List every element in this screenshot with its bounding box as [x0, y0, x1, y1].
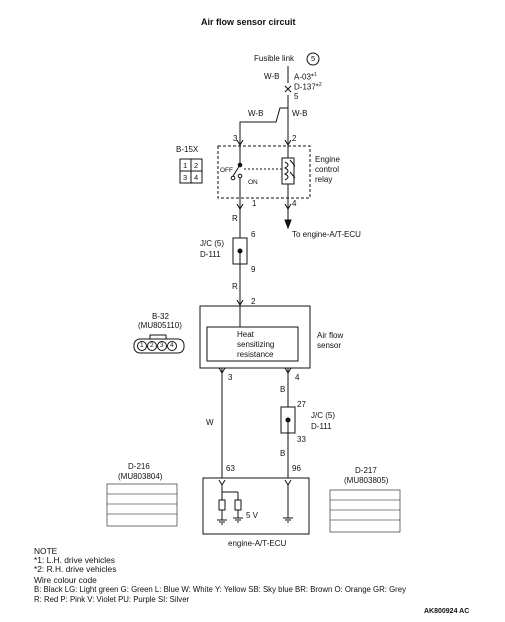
sensor-inner-line-2: sensitizing [237, 340, 275, 349]
jc-lower-id: D-111 [311, 422, 332, 431]
note-heading: NOTE [34, 546, 58, 556]
ecu-pin-96: 96 [292, 464, 301, 473]
jc-upper-pin-out: 9 [251, 265, 256, 274]
relay-name-line-3: relay [315, 175, 333, 184]
ecu-name: engine-A/T-ECU [228, 539, 287, 548]
sensor-name-line-1: Air flow [317, 331, 344, 340]
jc-lower-pin-out: 33 [297, 435, 306, 444]
engine-at-ecu-box [202, 477, 310, 535]
relay-pin-3: 3 [233, 134, 238, 143]
sensor-conn-pin-2: 2 [150, 342, 154, 349]
fusible-link-circle [306, 52, 320, 66]
note-line-1: *1: L.H. drive vehicles [34, 555, 115, 565]
relay-conn-pin-2: 2 [194, 161, 199, 170]
ecu-voltage: 5 V [246, 511, 259, 520]
air-flow-sensor-box [199, 305, 311, 369]
figure-code: AK800924 AC [424, 608, 470, 615]
connector-a03: A-03*1 [294, 72, 317, 82]
relay-conn-pin-3: 3 [183, 173, 188, 182]
wire-code-line-2: R: Red P: Pink V: Violet PU: Purple SI: … [34, 595, 190, 604]
to-ecu-arrow [284, 219, 292, 230]
jc-lower-pin-in: 27 [297, 400, 306, 409]
relay-top-pin-marks [236, 139, 292, 146]
relay-pin-4: 4 [292, 199, 297, 208]
relay-bottom-pin-marks [236, 203, 292, 210]
ecu-pin-63: 63 [226, 464, 235, 473]
ecu-conn-right-id: D-217 [355, 466, 377, 475]
relay-name-line-1: Engine [315, 155, 340, 164]
sensor-connector-icon [133, 334, 185, 354]
to-ecu-label: To engine-A/T-ECU [292, 230, 361, 239]
wire-code-heading: Wire colour code [34, 575, 97, 585]
jc-lower-name: J/C (5) [311, 411, 335, 420]
ecu-resistor-right [234, 499, 242, 511]
jc-upper-name: J/C (5) [200, 239, 224, 248]
sensor-conn-pin-4: 4 [170, 342, 174, 349]
wire-code-line-1: B: Black LG: Light green G: Green L: Blu… [34, 585, 406, 594]
relay-conn-pin-1: 1 [183, 161, 188, 170]
wire-label-w: W [206, 418, 214, 427]
ecu-conn-left-id: D-216 [128, 462, 150, 471]
wire-label-r-2: R [232, 282, 238, 291]
relay-on-label: ON [248, 179, 258, 186]
ecu-ground-right [283, 517, 293, 523]
connector-pin-5: 5 [294, 92, 299, 101]
note-line-2: *2: R.H. drive vehicles [34, 564, 117, 574]
wire-label-b-2: B [280, 449, 286, 458]
sensor-inner-line-1: Heat [237, 330, 254, 339]
relay-pin-2: 2 [292, 134, 297, 143]
ecu-conn-left-part: (MU803804) [118, 472, 163, 481]
sensor-pin-4: 4 [295, 373, 300, 382]
ecu-resistor-left [218, 499, 226, 511]
relay-switch-arm [232, 164, 241, 177]
sensor-inner-line-3: resistance [237, 350, 274, 359]
relay-off-label: OFF [220, 167, 233, 174]
ecu-ground-left [217, 519, 227, 525]
jc-upper-pin-in: 6 [251, 230, 256, 239]
wire-wb-branch [239, 95, 289, 146]
sensor-connector-id: B-32 [152, 312, 169, 321]
diagram-title: Air flow sensor circuit [201, 17, 296, 27]
sensor-pin-3: 3 [228, 373, 233, 382]
relay-pin-1: 1 [252, 199, 257, 208]
ecu-conn-right-part: (MU803805) [344, 476, 389, 485]
ecu-connector-left-icon [106, 483, 178, 527]
wire-label-wb-right: W-B [292, 109, 308, 118]
sensor-conn-pin-1: 1 [140, 342, 144, 349]
fusible-link-label: Fusible link [254, 54, 295, 63]
ecu-connector-right-icon [329, 489, 401, 533]
engine-control-relay-box [217, 145, 311, 199]
relay-conn-pin-4: 4 [194, 173, 199, 182]
heat-resistance-box [206, 326, 299, 362]
wire-label-b-1: B [280, 385, 286, 394]
wire-label-r-1: R [232, 214, 238, 223]
wire-label-wb-top: W-B [264, 72, 280, 81]
sensor-name-line-2: sensor [317, 341, 342, 350]
relay-connector-id: B-15X [176, 145, 199, 154]
wire-label-wb-left: W-B [248, 109, 264, 118]
connector-a03-mark [284, 85, 292, 93]
relay-connector-icon [179, 158, 203, 184]
fusible-link-number: 5 [311, 54, 316, 63]
sensor-conn-pin-3: 3 [160, 342, 164, 349]
relay-name-line-2: control [315, 165, 340, 174]
connector-d137: D-137*2 [294, 82, 322, 92]
sensor-pin-2: 2 [251, 297, 256, 306]
sensor-part-no: (MU805110) [138, 321, 182, 330]
jc-upper-id: D-111 [200, 250, 221, 259]
